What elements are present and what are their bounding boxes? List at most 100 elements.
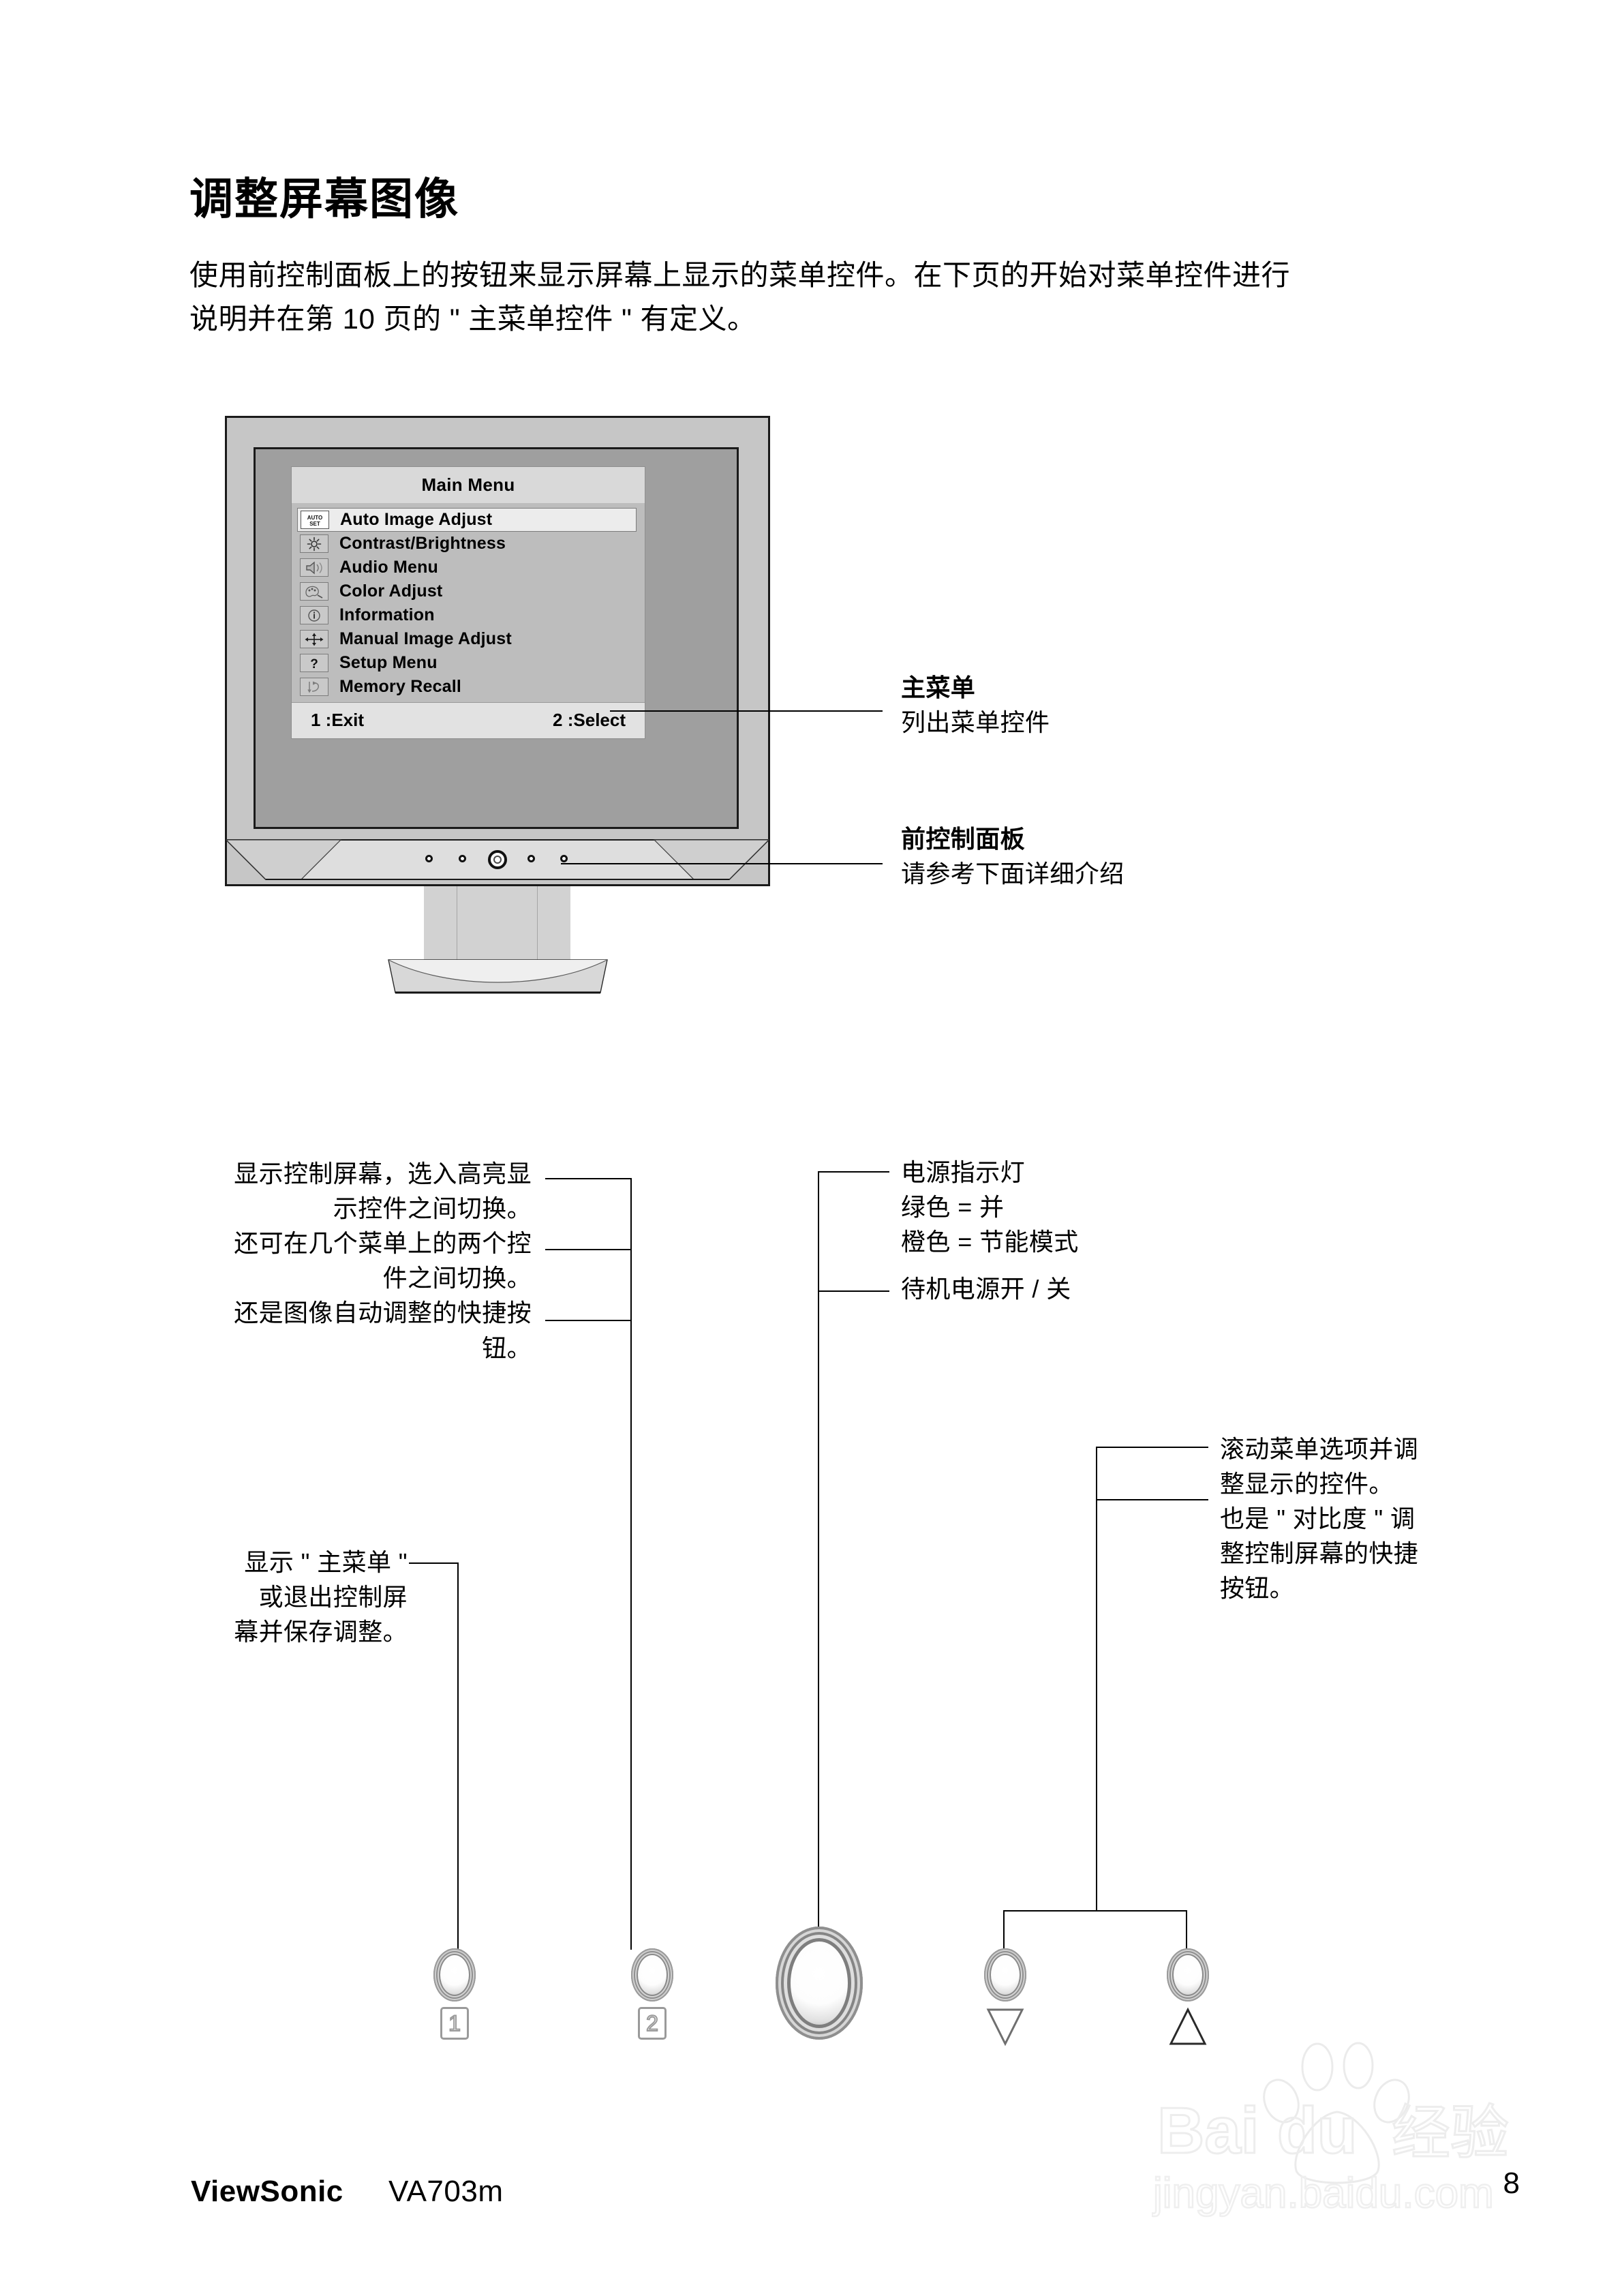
leader-bracket-arrows	[1003, 1910, 1187, 1912]
monitor-illustration: Main Menu AUTO SET Auto Image Adjust	[224, 416, 784, 994]
control-up-dot[interactable]	[560, 855, 568, 862]
memory-recall-icon	[300, 678, 328, 696]
osd-item-label: Contrast/Brightness	[339, 534, 506, 553]
callout-button-2-text: 显示控制屏幕，选入高亮显 示控件之间切换。 还可在几个菜单上的两个控 件之间切换…	[191, 1156, 532, 1365]
leader-line-button1	[409, 1562, 459, 1564]
page-title: 调整屏幕图像	[189, 175, 459, 224]
osd-item-label: Audio Menu	[339, 558, 439, 577]
osd-item-setup-menu[interactable]: ? Setup Menu	[297, 651, 639, 675]
four-arrows-icon	[300, 630, 328, 648]
callout-button-2-line-6: 钮。	[482, 1333, 532, 1362]
osd-item-memory-recall[interactable]: Memory Recall	[297, 675, 639, 699]
callout-button-2-line-4: 件之间切换。	[382, 1264, 532, 1293]
leader-line-front-panel	[561, 863, 883, 864]
osd-item-manual-image-adjust[interactable]: Manual Image Adjust	[297, 627, 639, 651]
osd-footer-select: 2 :Select	[553, 710, 626, 730]
watermark-cn-text: 经验	[1392, 2100, 1509, 2166]
front-down-button[interactable]	[984, 1948, 1026, 2002]
osd-item-color-adjust[interactable]: Color Adjust	[297, 579, 639, 603]
callout-front-panel: 前控制面板 请参考下面详细介绍	[901, 821, 1124, 891]
callout-power-line-1: 电源指示灯	[901, 1158, 1026, 1186]
footer-brand: ViewSonic	[191, 2175, 343, 2208]
intro-line-2: 说明并在第 10 页的 " 主菜单控件 " 有定义。	[189, 302, 756, 335]
leader-line-power-b	[818, 1290, 889, 1292]
front-button-2-label-box: 2	[638, 2007, 667, 2040]
osd-item-label: Setup Menu	[339, 653, 438, 672]
osd-item-label: Manual Image Adjust	[339, 629, 512, 648]
baidu-watermark: Bai du 经验 jingyan.baidu.com	[1152, 2038, 1574, 2229]
osd-item-auto-image-adjust[interactable]: AUTO SET Auto Image Adjust	[297, 508, 637, 532]
intro-paragraph: 使用前控制面板上的按钮来显示屏幕上显示的菜单控件。在下页的开始对菜单控件进行 说…	[189, 254, 1443, 341]
osd-footer: 1 :Exit 2 :Select	[292, 702, 645, 738]
brightness-icon	[300, 534, 328, 553]
front-button-2-label: 2	[645, 2010, 659, 2036]
osd-item-contrast-brightness[interactable]: Contrast/Brightness	[297, 532, 639, 556]
front-button-2[interactable]	[631, 1948, 673, 2002]
callout-power-line-2: 绿色 = 并	[901, 1193, 1005, 1222]
down-arrow-icon	[983, 2004, 1028, 2049]
question-mark-icon: ?	[300, 654, 328, 672]
leader-trunk-button1	[457, 1562, 459, 1950]
control-down-dot[interactable]	[527, 855, 535, 862]
svg-text:SET: SET	[309, 521, 320, 527]
callout-power-line-4: 待机电源开 / 关	[901, 1275, 1071, 1303]
leader-line-button2-c	[545, 1320, 632, 1321]
leader-bracket-arrows-left	[1003, 1910, 1005, 1950]
osd-item-label: Information	[339, 605, 435, 624]
callout-arrows-line-1: 滚动菜单选项并调	[1220, 1435, 1419, 1463]
callout-button-2-line-3: 还可在几个菜单上的两个控	[234, 1229, 532, 1258]
svg-text:Bai du: Bai du	[1157, 2094, 1357, 2167]
osd-title: Main Menu	[292, 467, 645, 503]
page-number: 8	[1503, 2166, 1520, 2200]
front-button-1-label: 1	[448, 2010, 461, 2036]
leader-line-power-a	[818, 1171, 889, 1173]
callout-power-line-3: 橙色 = 节能模式	[901, 1228, 1079, 1256]
callout-button-1-line-2: 或退出控制屏	[258, 1583, 408, 1612]
power-button-dot[interactable]	[488, 850, 507, 869]
callout-arrows-line-5: 按钮。	[1220, 1574, 1295, 1603]
front-up-button[interactable]	[1167, 1948, 1209, 2002]
callout-main-menu: 主菜单 列出菜单控件	[901, 670, 1050, 740]
monitor-base	[387, 958, 609, 997]
front-button-1[interactable]	[433, 1948, 476, 2002]
front-button-1-label-box: 1	[440, 2007, 469, 2040]
callout-button-1-line-3: 幕并保存调整。	[234, 1618, 408, 1646]
leader-bracket-arrows-right	[1186, 1910, 1187, 1950]
leader-line-button2-b	[545, 1249, 632, 1250]
callout-button-1-line-1: 显示 " 主菜单 "	[244, 1548, 408, 1576]
footer-model: VA703m	[388, 2175, 504, 2208]
up-arrow-icon	[1165, 2004, 1210, 2049]
monitor-stand-neck	[424, 886, 570, 961]
intro-line-1: 使用前控制面板上的按钮来显示屏幕上显示的菜单控件。在下页的开始对菜单控件进行	[189, 259, 1291, 291]
osd-item-list: AUTO SET Auto Image Adjust	[292, 503, 645, 702]
leader-trunk-arrows	[1096, 1447, 1097, 1912]
callout-power-text: 电源指示灯 绿色 = 并 橙色 = 节能模式 待机电源开 / 关	[901, 1155, 1079, 1306]
osd-item-label: Auto Image Adjust	[340, 510, 493, 529]
leader-line-main-menu	[610, 710, 883, 712]
svg-text:?: ?	[310, 657, 318, 671]
callout-main-menu-body: 列出菜单控件	[901, 708, 1050, 737]
callout-arrows-line-4: 整控制屏幕的快捷	[1220, 1539, 1419, 1568]
callout-main-menu-heading: 主菜单	[901, 674, 976, 701]
auto-set-icon: AUTO SET	[301, 511, 329, 529]
leader-line-arrows-a	[1096, 1447, 1208, 1448]
leader-trunk-button2	[630, 1178, 632, 1950]
osd-item-information[interactable]: Information	[297, 603, 639, 627]
speaker-icon	[300, 558, 328, 577]
callout-button-2-line-2: 示控件之间切换。	[333, 1194, 532, 1223]
osd-item-label: Memory Recall	[339, 677, 462, 696]
osd-item-label: Color Adjust	[339, 581, 443, 601]
control-button-2-dot[interactable]	[459, 855, 466, 862]
callout-arrows-line-3: 也是 " 对比度 " 调	[1220, 1505, 1416, 1533]
osd-item-audio-menu[interactable]: Audio Menu	[297, 556, 639, 579]
color-palette-icon	[300, 582, 328, 601]
control-button-1-dot[interactable]	[425, 855, 433, 862]
callout-arrows-text: 滚动菜单选项并调 整显示的控件。 也是 " 对比度 " 调 整控制屏幕的快捷 按…	[1220, 1432, 1418, 1606]
callout-front-panel-body: 请参考下面详细介绍	[901, 860, 1124, 888]
svg-text:AUTO: AUTO	[307, 515, 323, 521]
leader-trunk-power	[818, 1171, 819, 1927]
callout-arrows-line-2: 整显示的控件。	[1220, 1470, 1394, 1498]
callout-button-1-text: 显示 " 主菜单 " 或退出控制屏 幕并保存调整。	[183, 1545, 408, 1649]
front-power-button[interactable]	[776, 1927, 863, 2040]
